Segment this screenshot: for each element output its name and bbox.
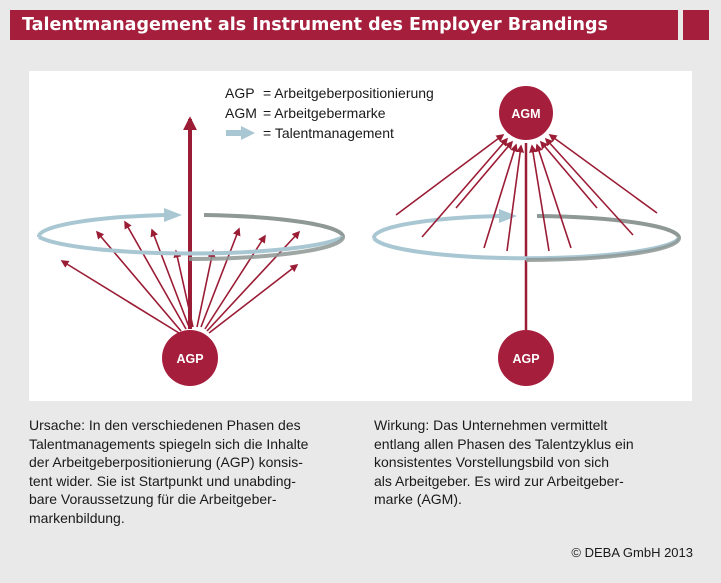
- diagram-canvas: AGP AGP = Arbeitgeberpositionierung AGM …: [37, 85, 682, 386]
- copyright-notice: © DEBA GmbH 2013: [571, 545, 693, 560]
- left-agp-label: AGP: [176, 352, 203, 366]
- left-thin-arrows: [60, 220, 301, 334]
- left-agp-node: AGP: [162, 330, 218, 386]
- right-ring-top-arc-gray: [536, 214, 682, 239]
- right-diagram: AGM AGP: [372, 86, 682, 386]
- legend-agm-text: = Arbeitgebermarke: [263, 105, 386, 121]
- legend-agm-abbr: AGM: [225, 105, 257, 121]
- right-agp-label: AGP: [512, 352, 539, 366]
- title-accent-block: [683, 10, 709, 40]
- legend: AGP = Arbeitgeberpositionierung AGM = Ar…: [225, 85, 434, 141]
- right-converging-arrows: [395, 134, 658, 252]
- legend-agp-abbr: AGP: [225, 85, 255, 101]
- legend-arrow-text: = Talentmanagement: [263, 125, 394, 141]
- right-agp-node: AGP: [498, 330, 554, 386]
- left-ring-top-arc-gray: [203, 213, 345, 238]
- left-ring-arrowhead: [164, 208, 182, 222]
- left-ring-top-arc-blue: [37, 213, 165, 238]
- left-diagram: AGP: [37, 116, 345, 386]
- page-title: Talentmanagement als Instrument des Empl…: [10, 10, 678, 40]
- right-ring-arrowhead: [499, 209, 517, 223]
- caption-left: Ursache: In den verschiedenen Phasen des…: [29, 417, 309, 526]
- diagram-panel: AGP AGP = Arbeitgeberpositionierung AGM …: [29, 71, 692, 401]
- light-blue-arrow-icon: [226, 126, 255, 140]
- right-agm-label: AGM: [511, 107, 540, 121]
- right-ring-top-arc-blue: [372, 214, 500, 239]
- right-agm-node: AGM: [499, 86, 553, 140]
- legend-agp-text: = Arbeitgeberpositionierung: [263, 85, 434, 101]
- left-ring-bottom-arc: [38, 235, 344, 256]
- caption-right: Wirkung: Das Unternehmen vermittelt entl…: [374, 417, 634, 507]
